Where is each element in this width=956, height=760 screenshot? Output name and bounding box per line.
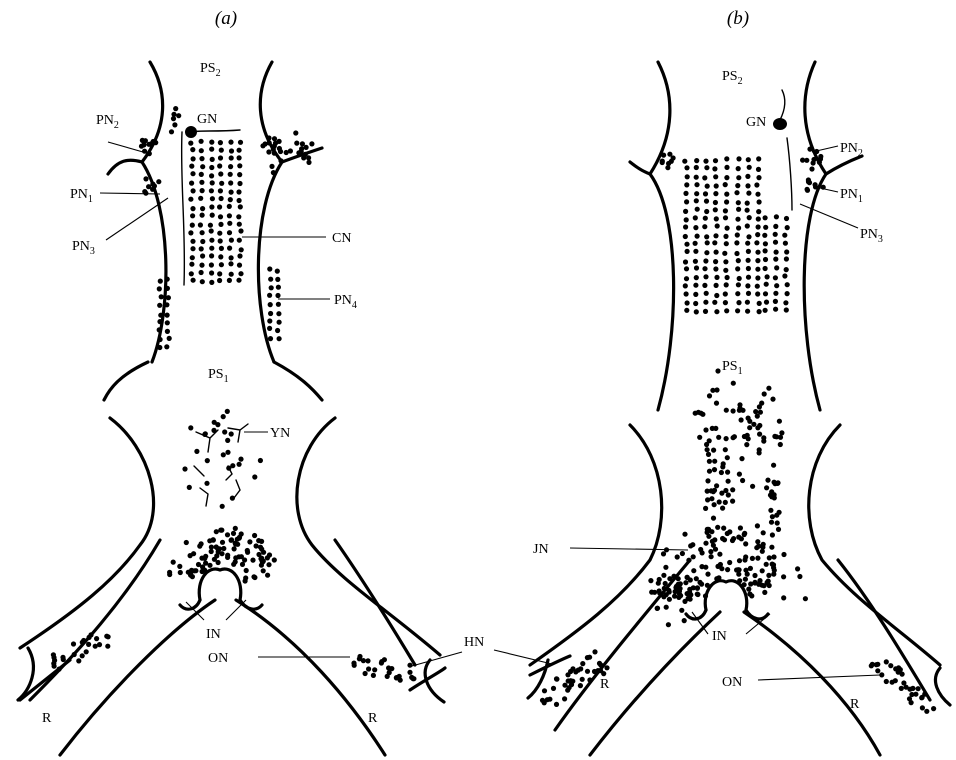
panel-b-leaders: [570, 146, 880, 680]
label-jn-b: JN: [533, 542, 549, 557]
panel-b-title: (b): [727, 8, 749, 29]
label-ps2-a: PS2: [200, 61, 221, 79]
label-pn3-b: PN3: [860, 227, 883, 245]
label-r-a-left: R: [42, 711, 52, 726]
label-r-a-right: R: [368, 711, 378, 726]
panel-b-fiber-line: [787, 138, 792, 210]
panel-b-gn-fiber: [780, 90, 785, 120]
label-r-b-left: R: [600, 677, 610, 692]
label-pn2-b: PN2: [840, 141, 863, 159]
panel-a-fiber-line: [182, 132, 185, 285]
label-in-a: IN: [206, 627, 221, 642]
label-gn-a: GN: [197, 112, 217, 127]
label-r-b-right: R: [850, 697, 860, 712]
label-pn2-a: PN2: [96, 113, 119, 131]
panel-b-gn-cell: [773, 118, 787, 130]
label-cn-a: CN: [332, 231, 351, 246]
panel-a-gn-fiber: [192, 130, 240, 132]
label-ps2-b: PS2: [722, 69, 743, 87]
label-pn4-a: PN4: [334, 293, 357, 311]
label-ps1-a: PS1: [208, 367, 229, 385]
label-hn: HN: [464, 635, 484, 650]
label-pn3-a: PN3: [72, 239, 95, 257]
label-pn1-b: PN1: [840, 187, 863, 205]
panel-a: (a): [18, 8, 445, 755]
label-yn-a: YN: [270, 426, 290, 441]
label-on-a: ON: [208, 651, 228, 666]
label-gn-b: GN: [746, 115, 766, 130]
panel-a-leaders: [100, 142, 350, 657]
label-ps1-b: PS1: [722, 359, 743, 377]
label-pn1-a: PN1: [70, 187, 93, 205]
label-on-b: ON: [722, 675, 742, 690]
panel-a-title: (a): [215, 8, 237, 29]
label-in-b: IN: [712, 629, 727, 644]
panel-a-gn-cell: [185, 126, 197, 138]
panel-b: (b): [528, 8, 950, 755]
